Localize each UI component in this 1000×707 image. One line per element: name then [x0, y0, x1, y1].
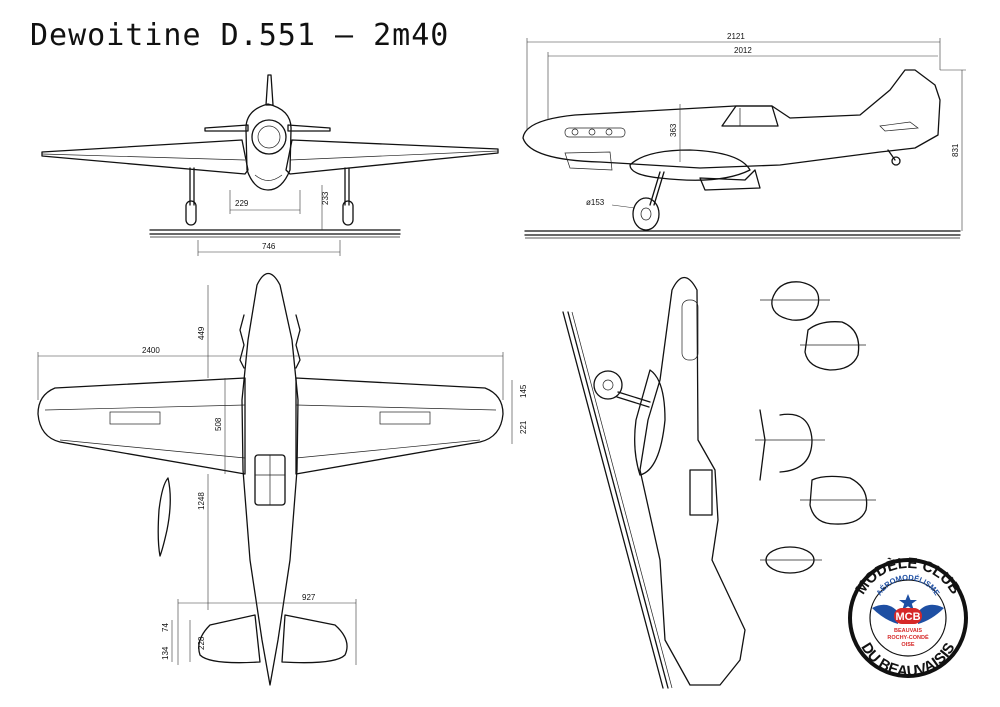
dim-top-tail-b: 74	[161, 623, 170, 632]
badge-left-wing-icon	[872, 604, 898, 624]
dim-side-canopy-height: 363	[669, 123, 678, 137]
dim-front-ground: 746	[262, 242, 276, 251]
dim-side-length-total: 2121	[727, 32, 745, 41]
dim-top-tail-chord: 228	[197, 636, 206, 650]
dim-top-tail-span: 927	[302, 593, 316, 602]
dim-side-length-fuselage: 2012	[734, 46, 752, 55]
top-view: 2400 449 508 145 221 1248 927 228 134 74	[37, 272, 528, 686]
dim-top-tail-a: 134	[161, 646, 170, 660]
dim-front-gear-height: 233	[321, 191, 330, 205]
side-view: 2121 2012 363 831 ø153	[522, 32, 966, 239]
front-view: 229 233 746	[41, 74, 499, 256]
tilted-side-view	[562, 276, 746, 689]
badge-logo-text: MCB	[895, 611, 920, 623]
dim-top-nose: 449	[197, 326, 206, 340]
dim-top-span: 2400	[142, 346, 160, 355]
dim-front-track: 229	[235, 199, 249, 208]
badge-line-2: ROCHY-CONDÉ	[887, 633, 929, 641]
cross-sections	[755, 281, 876, 574]
badge-right-wing-icon	[918, 604, 944, 624]
dim-side-height: 831	[951, 143, 960, 157]
dim-side-wheel: ø153	[586, 198, 605, 207]
dim-top-root-chord: 508	[214, 417, 223, 431]
club-badge: MODÈLE CLUB AÉROMODÉLISME DU BEAUVAISIS …	[848, 555, 968, 680]
dim-top-tip-front: 145	[519, 384, 528, 398]
mcb-logo	[894, 608, 922, 624]
badge-line-1: BEAUVAIS	[894, 628, 922, 634]
dim-top-tail-dist: 1248	[197, 492, 206, 510]
dim-top-tip-chord: 221	[519, 420, 528, 434]
drawing-title: Dewoitine D.551 – 2m40	[30, 18, 450, 53]
badge-line-3: OISE	[901, 642, 914, 648]
star-icon	[899, 594, 917, 610]
